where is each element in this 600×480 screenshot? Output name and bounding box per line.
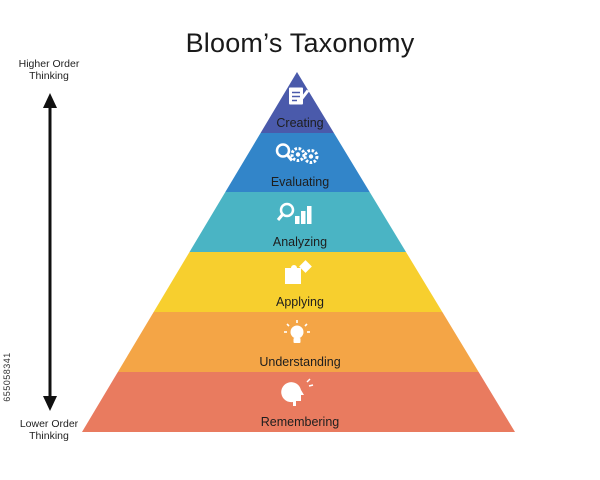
arrow-head-down	[43, 396, 57, 411]
level-label-applying: Applying	[276, 295, 324, 309]
head-thinking-icon	[281, 378, 314, 406]
watermark-id: 655058341	[1, 352, 12, 402]
gears-magnifier-icon	[275, 143, 319, 164]
bar-chart-magnifier-icon	[276, 202, 312, 224]
lightbulb-icon	[284, 320, 310, 343]
level-label-remembering: Remembering	[261, 415, 340, 429]
arrow-head-up	[43, 93, 57, 108]
thinking-axis-arrow	[43, 93, 57, 411]
level-label-analyzing: Analyzing	[273, 235, 327, 249]
lower-order-line-1: Lower Order	[19, 418, 79, 430]
pyramid-level-remembering	[82, 372, 515, 432]
level-label-evaluating: Evaluating	[271, 175, 329, 189]
lower-order-line-2: Thinking	[29, 430, 69, 442]
level-label-understanding: Understanding	[259, 355, 340, 369]
pyramid-level-evaluating	[225, 133, 370, 192]
higher-order-label: Higher Order Thinking	[2, 58, 96, 82]
level-label-creating: Creating	[276, 116, 323, 130]
document-edit-icon	[289, 87, 310, 105]
puzzle-icon	[285, 260, 312, 284]
diagram-title: Bloom’s Taxonomy	[185, 28, 415, 58]
lower-order-label: Lower Order Thinking	[2, 418, 96, 442]
higher-order-line-1: Higher Order	[18, 58, 80, 70]
higher-order-line-2: Thinking	[29, 70, 69, 82]
